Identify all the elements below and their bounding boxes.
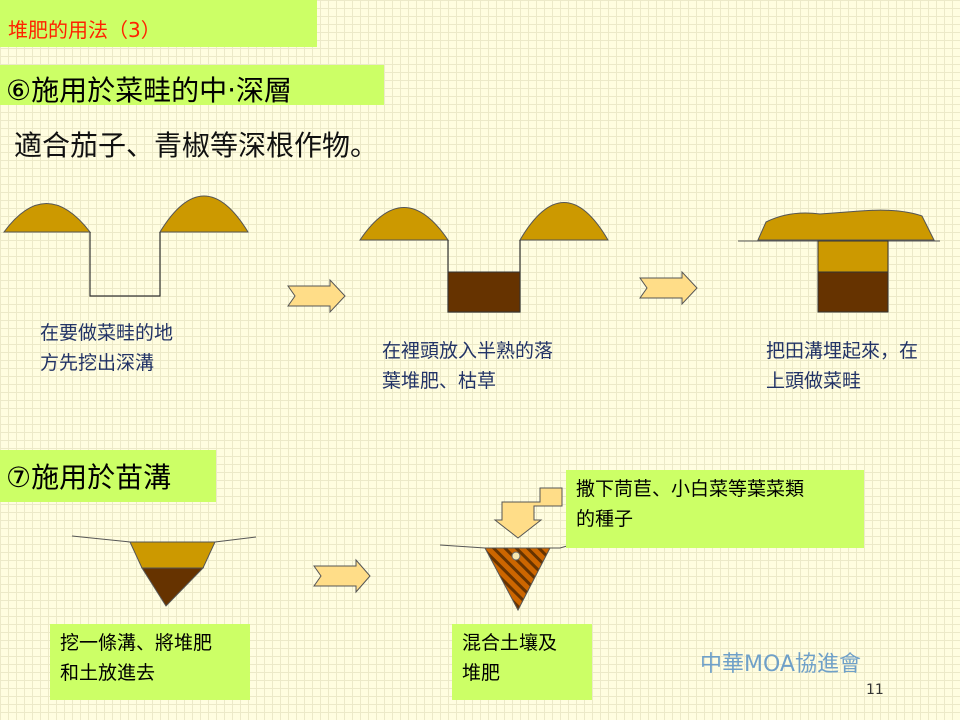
step3-caption: 把田溝埋起來，在 上頭做菜畦 (766, 340, 919, 392)
step1-caption: 在要做菜畦的地 方先挖出深溝 (40, 322, 174, 374)
furrow-step1-box: 挖一條溝、將堆肥 和土放進去 (50, 624, 250, 700)
arrow-down-icon (493, 487, 563, 539)
seed-note-box: 撒下茼苣、小白菜等葉菜類 的種子 (566, 470, 864, 548)
step2-caption: 在裡頭放入半熟的落 葉堆肥、枯草 (382, 340, 554, 392)
section1-intro: 適合茄子、青椒等深根作物。 (14, 129, 379, 162)
trench-filled-diagram (359, 202, 609, 313)
section1-banner: ⑥施用於菜畦的中‧深層 (0, 65, 384, 107)
seed-icon (511, 551, 521, 561)
title-banner: 堆肥的用法（3） (0, 0, 317, 47)
furrow-step2-box: 混合土壤及 堆肥 (452, 624, 592, 700)
seed-furrow-mixed-diagram (439, 487, 575, 612)
slide-title: 堆肥的用法（3） (8, 18, 161, 42)
bed-covered-diagram (738, 209, 940, 313)
page-number: 11 (866, 682, 884, 698)
arrow-right-icon (313, 558, 371, 594)
section2-heading: ⑦施用於苗溝 (6, 461, 172, 494)
organization-name: 中華MOA協進會 (700, 652, 861, 677)
section1-heading: ⑥施用於菜畦的中‧深層 (6, 74, 293, 107)
arrow-right-icon (639, 270, 698, 306)
section2-banner: ⑦施用於苗溝 (0, 450, 216, 502)
trench-dug-diagram (3, 195, 249, 297)
arrow-right-icon (287, 278, 346, 314)
seed-furrow-dug-diagram (71, 535, 257, 607)
